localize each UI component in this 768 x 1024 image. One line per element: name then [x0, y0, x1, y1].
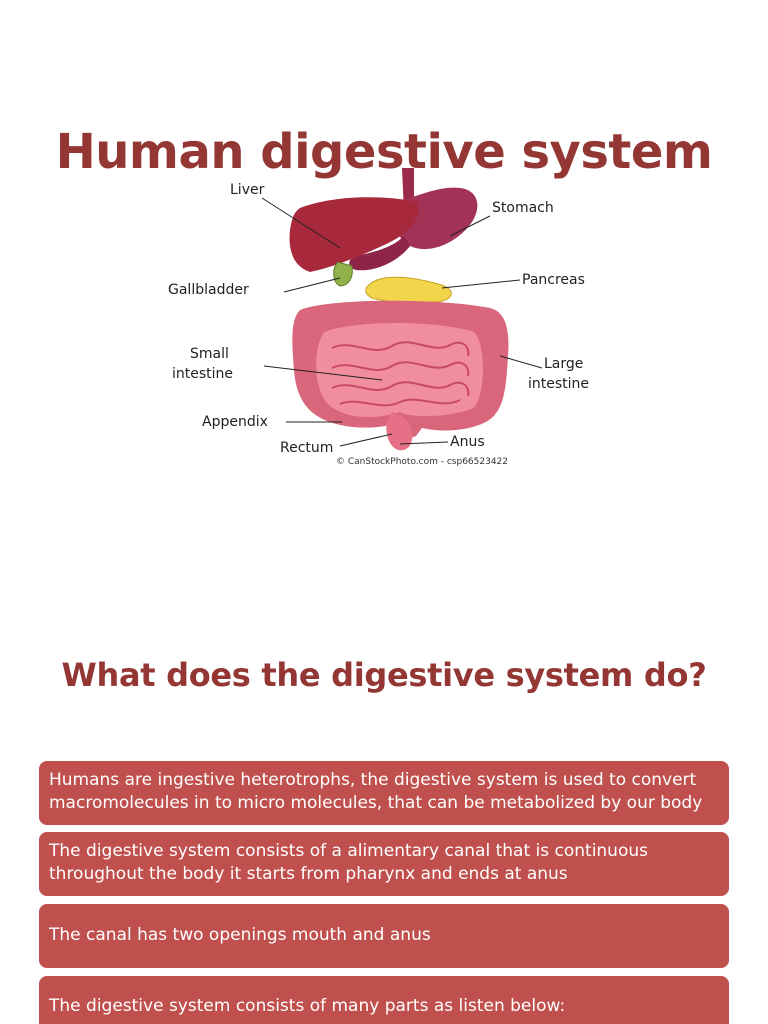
small-intestine-label-line1: Small [190, 346, 229, 362]
pancreas-label: Pancreas [522, 272, 585, 288]
info-box-2-text: The digestive system consists of a alime… [49, 841, 648, 884]
small-intestine-label-line2: intestine [172, 366, 233, 382]
info-box-4: The digestive system consists of many pa… [39, 976, 729, 1024]
rectum-label: Rectum [280, 440, 333, 456]
section-heading: What does the digestive system do? [61, 655, 707, 694]
small-intestine-coils [331, 341, 470, 407]
appendix-label: Appendix [202, 414, 268, 430]
info-box-1: Humans are ingestive heterotrophs, the d… [39, 761, 729, 825]
gallbladder-shape [333, 261, 353, 287]
stomach-label: Stomach [492, 200, 554, 216]
info-box-1-text: Humans are ingestive heterotrophs, the d… [49, 770, 703, 813]
pancreas-shape [365, 276, 452, 304]
page-title: Human digestive system [55, 124, 713, 181]
large-intestine-label-line1: Large [544, 356, 583, 372]
anus-label: Anus [450, 434, 485, 450]
gallbladder-label: Gallbladder [168, 282, 249, 298]
liver-label: Liver [230, 182, 265, 198]
label-leader-lines [261, 197, 543, 447]
watermark-text: © CanStockPhoto.com - csp66523422 [336, 457, 508, 467]
large-intestine-label-line2: intestine [528, 376, 589, 392]
info-box-3-text: The canal has two openings mouth and anu… [49, 925, 431, 945]
info-box-4-text: The digestive system consists of many pa… [49, 996, 566, 1016]
digestive-system-diagram: © CanStockPhoto.com - csp66523422 Liver … [168, 168, 589, 467]
stomach-curve [349, 236, 410, 271]
info-box-3: The canal has two openings mouth and anu… [39, 904, 729, 968]
info-box-2: The digestive system consists of a alime… [39, 832, 729, 896]
rectum-shape [386, 412, 413, 451]
liver-shape [289, 197, 419, 272]
